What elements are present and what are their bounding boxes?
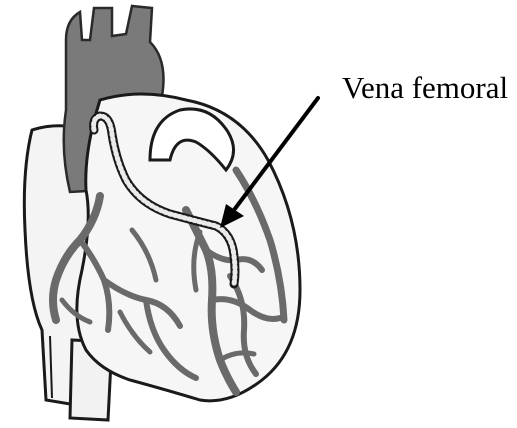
vena-femoral-label: Vena femoral xyxy=(342,72,508,103)
